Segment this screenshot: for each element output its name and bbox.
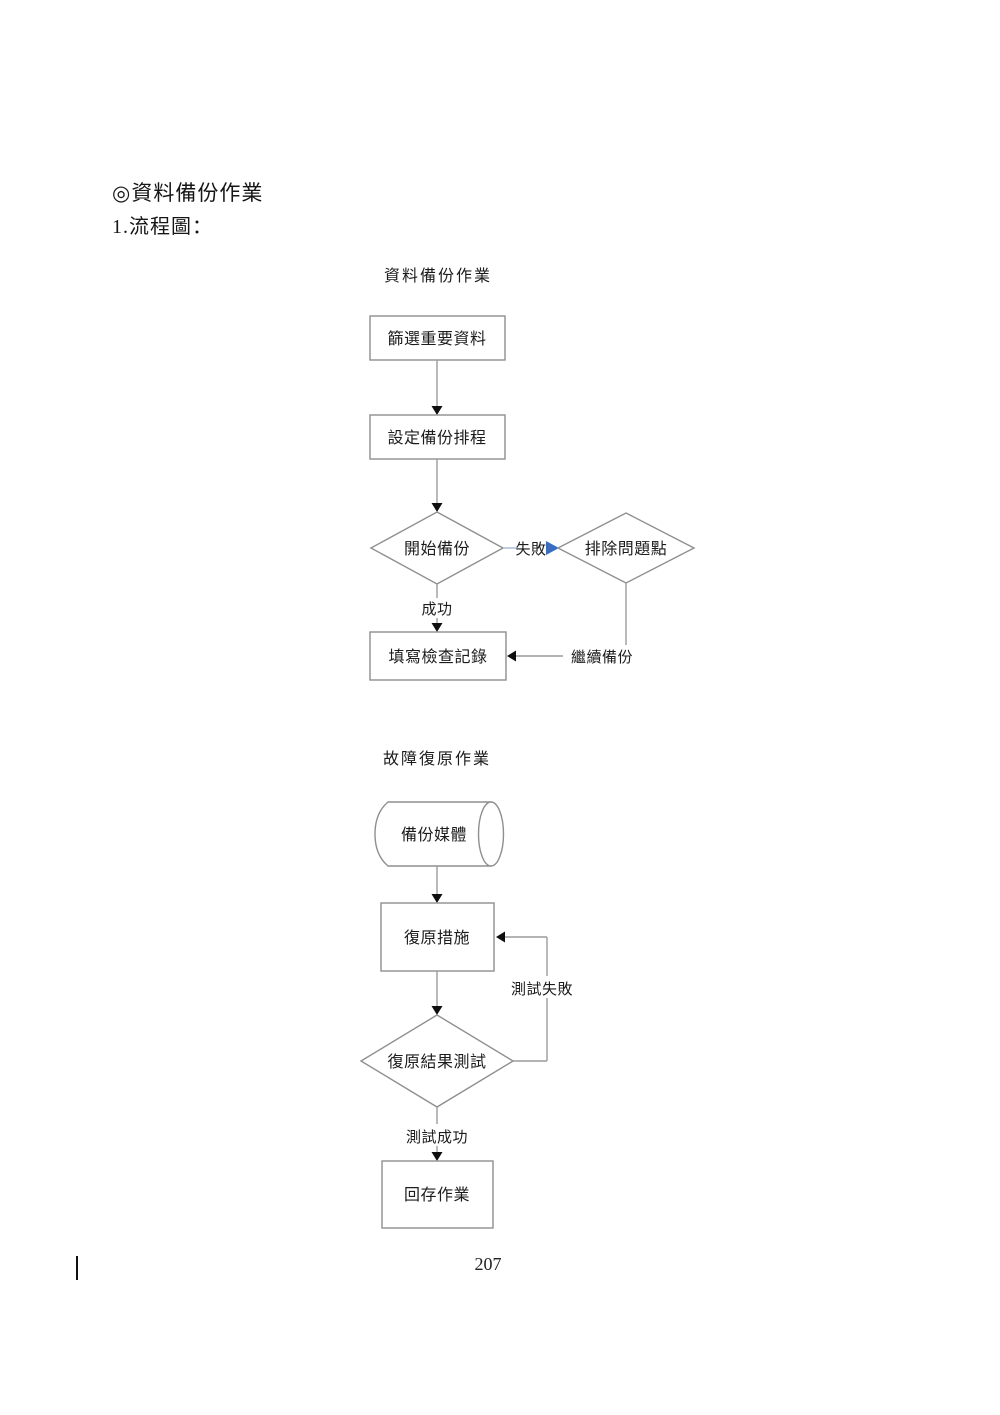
node-media-cylinder-cap	[477, 801, 505, 867]
edge-fail-label: 失敗	[515, 541, 546, 558]
arrowhead-down-icon	[431, 1006, 443, 1015]
node-media-cylinder-body	[374, 801, 491, 867]
edge-testsuccess-label: 測試成功	[406, 1129, 468, 1146]
node-writeback-label: 回存作業	[404, 1186, 470, 1204]
revision-change-bar	[76, 1256, 78, 1280]
node-schedule-box	[369, 414, 506, 460]
label-mask	[563, 645, 641, 666]
arrowhead-down-icon	[431, 503, 443, 512]
arrowhead-down-icon	[431, 623, 443, 632]
arrowhead-right-blue-icon	[546, 541, 559, 555]
node-restore-box	[380, 902, 495, 972]
arrowhead-down-icon	[431, 1152, 443, 1161]
node-filter-box	[369, 315, 506, 361]
label-mask	[397, 1124, 477, 1146]
edge-continue-label: 繼續備份	[571, 649, 633, 666]
edge-testfail-label: 測試失敗	[511, 981, 573, 998]
doc-subheading: 1.流程圖：	[112, 216, 213, 238]
flowchart-backup-title: 資料備份作業	[384, 267, 492, 285]
node-record-box	[369, 631, 507, 681]
label-mask	[503, 976, 583, 998]
node-media-label: 備份媒體	[401, 826, 467, 844]
arrowhead-left-icon	[496, 931, 505, 943]
flowchart-recovery: 故障復原作業 備份媒體 復原措施 測試失敗 復原結果測試	[359, 750, 583, 1229]
label-mask	[415, 598, 459, 618]
node-schedule-label: 設定備份排程	[387, 429, 486, 447]
arrowhead-down-icon	[431, 894, 443, 903]
node-filter-label: 篩選重要資料	[387, 330, 486, 348]
arrowhead-down-icon	[431, 406, 443, 415]
node-start-label: 開始備份	[404, 540, 470, 558]
node-test-label: 復原結果測試	[387, 1053, 486, 1071]
flowchart-backup: 資料備份作業 篩選重要資料 設定備份排程 開始備份 失敗 排除問題點	[369, 267, 696, 681]
arrowhead-left-icon	[507, 650, 516, 662]
edge-success-label: 成功	[421, 601, 452, 618]
node-writeback-box	[381, 1160, 494, 1229]
flowchart-recovery-title: 故障復原作業	[383, 750, 491, 768]
page-number: 207	[474, 1254, 502, 1274]
node-troubleshoot-label: 排除問題點	[585, 540, 668, 558]
doc-heading: ◎資料備份作業	[112, 181, 264, 205]
node-restore-label: 復原措施	[404, 929, 470, 947]
node-record-label: 填寫檢查記錄	[388, 647, 487, 666]
